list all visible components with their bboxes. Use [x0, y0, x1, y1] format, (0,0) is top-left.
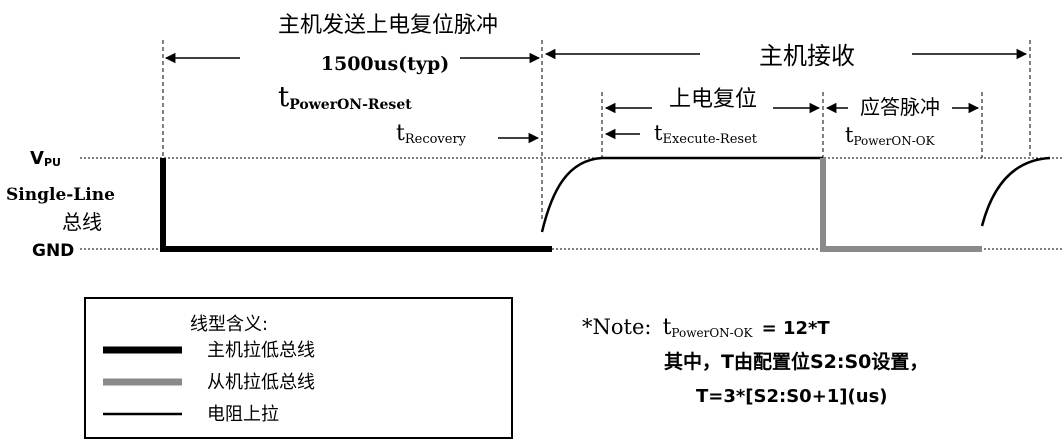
t-poweron-reset-label: tPowerON-Reset — [278, 80, 412, 113]
host-send-label: 主机发送上电复位脉冲 — [278, 13, 498, 38]
waveform-pullup-rise-2 — [980, 156, 1051, 227]
response-pulse-label: 应答脉冲 — [860, 95, 940, 119]
note-line-1: *Note: tPowerON-OK = 12*T — [582, 315, 830, 341]
gnd-label: GND — [32, 241, 74, 261]
t-execute-reset-label: tExecute-Reset — [654, 121, 758, 147]
note-line-3: T=3*[S2:S0+1](us) — [696, 386, 888, 407]
host-receive-label: 主机接收 — [759, 42, 855, 70]
duration-label: 1500us(typ) — [321, 53, 449, 75]
power-reset-label: 上电复位 — [669, 87, 757, 112]
vpu-label: VPU — [30, 148, 61, 169]
single-line-label: Single-Line — [6, 185, 115, 205]
note-line-2: 其中，T由配置位S2:S0设置， — [664, 350, 928, 373]
waveform-host-pull-low — [160, 158, 552, 252]
legend-label-host: 主机拉低总线 — [207, 340, 315, 361]
legend-label-slave: 从机拉低总线 — [207, 372, 315, 393]
t-poweron-ok-label: tPowerON-OK — [845, 123, 936, 148]
waveform-slave-pull-low — [820, 158, 982, 252]
legend-title: 线型含义: — [190, 314, 268, 335]
t-recovery-label: tRecovery — [396, 121, 467, 147]
waveform-pullup-rise — [540, 156, 823, 233]
bus-label: 总线 — [62, 210, 102, 234]
legend-label-pullup: 电阻上拉 — [207, 404, 279, 425]
legend-box — [84, 297, 513, 439]
